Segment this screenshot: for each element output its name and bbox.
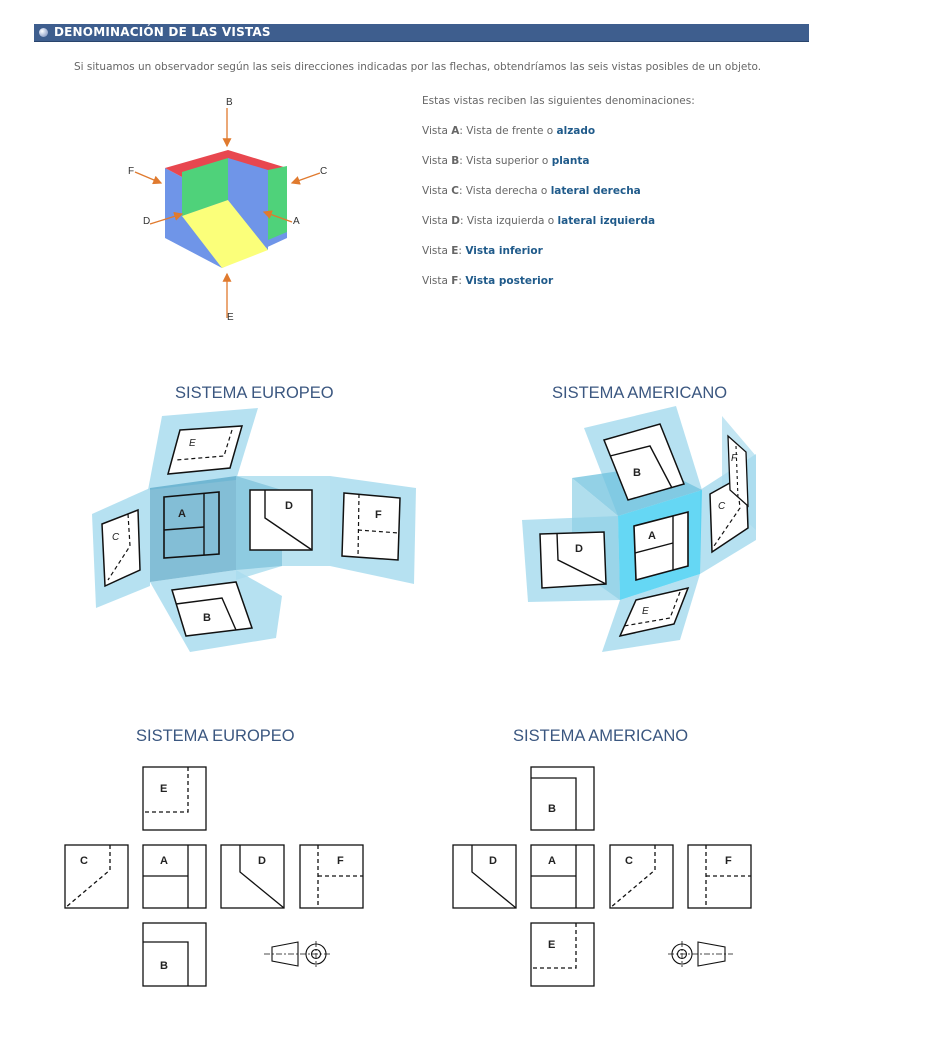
view-c-am2d [609, 844, 674, 909]
label-f-am3d: F [731, 453, 738, 464]
title-europeo-2d: SISTEMA EUROPEO [136, 727, 295, 745]
arrow-label-d: D [143, 216, 150, 227]
view-e-am2d [530, 922, 595, 987]
arrow-label-c: C [320, 166, 327, 177]
arrow-label-a: A [293, 216, 300, 227]
view-d-euro2d [220, 844, 285, 909]
label-e-am2d: E [548, 939, 555, 951]
label-f-euro3d: F [375, 509, 382, 521]
european-2d-labels: E C A D F B [80, 783, 344, 972]
cube-green-right [268, 166, 287, 240]
view-c-euro2d [64, 844, 129, 909]
label-a-euro2d: A [160, 855, 168, 867]
arrow-label-b: B [226, 97, 233, 108]
label-c-am2d: C [625, 855, 633, 867]
drawing-a-euro [163, 491, 220, 559]
label-d-am3d: D [575, 543, 583, 555]
views-list: Estas vistas reciben las siguientes deno… [422, 95, 695, 305]
label-a-euro3d: A [178, 508, 186, 520]
label-b-am3d: B [633, 467, 641, 479]
label-c-euro3d: C [112, 532, 120, 543]
arrow-label-f: F [128, 166, 134, 177]
label-c-euro2d: C [80, 855, 88, 867]
view-b-am2d [530, 766, 595, 831]
view-row-f: Vista F: Vista posterior [422, 275, 554, 287]
arrow-label-e: E [227, 312, 234, 323]
cube-green-left [182, 158, 228, 216]
label-e-am3d: E [642, 606, 649, 617]
section-header: DENOMINACIÓN DE LAS VISTAS [34, 24, 809, 42]
view-d-am2d [452, 844, 517, 909]
third-angle-symbol [668, 941, 733, 967]
drawing-d-euro [249, 489, 313, 551]
drawing-e-am [618, 586, 690, 638]
european-3d-diagram: A E C D F B [92, 408, 416, 652]
views-lead: Estas vistas reciben las siguientes deno… [422, 95, 695, 107]
view-e-euro2d [142, 766, 207, 831]
term-lateral-derecha: lateral derecha [550, 185, 641, 197]
section-title: DENOMINACIÓN DE LAS VISTAS [54, 25, 271, 39]
cube-yellow-ramp [182, 200, 268, 268]
term-vista-posterior: Vista posterior [465, 275, 554, 287]
cube-blue-inner [228, 158, 268, 250]
label-d-euro2d: D [258, 855, 266, 867]
american-2d-labels: B D A C F E [489, 803, 732, 951]
label-b-am2d: B [548, 803, 556, 815]
view-row-d: Vista D: Vista izquierda o lateral izqui… [422, 215, 656, 227]
term-lateral-izquierda: lateral izquierda [557, 215, 656, 227]
direction-arrows: B E F C D A [128, 97, 327, 323]
view-b-euro2d [142, 922, 207, 987]
american-3d-diagram: B D A C F E [522, 406, 756, 652]
colored-cube [165, 150, 287, 268]
american-2d-layout [452, 766, 752, 987]
label-a-am3d: A [648, 530, 656, 542]
drawing-c-euro [101, 508, 141, 588]
term-vista-inferior: Vista inferior [465, 245, 543, 257]
label-b-euro3d: B [203, 612, 211, 624]
drawing-f-euro [341, 492, 401, 561]
label-e-euro2d: E [160, 783, 167, 795]
term-alzado: alzado [556, 125, 596, 137]
view-row-e: Vista E: Vista inferior [422, 245, 543, 257]
title-europeo-3d: SISTEMA EUROPEO [175, 384, 334, 402]
drawing-b-am [602, 423, 686, 501]
label-d-euro3d: D [285, 500, 293, 512]
drawing-e-euro [166, 425, 244, 475]
label-e-euro3d: E [189, 438, 196, 449]
bullet-icon [39, 28, 48, 37]
european-2d-layout [64, 766, 364, 987]
title-americano-3d: SISTEMA AMERICANO [552, 384, 728, 402]
label-a-am2d: A [548, 855, 556, 867]
view-row-c: Vista C: Vista derecha o lateral derecha [422, 185, 641, 197]
drawing-f-am [727, 434, 749, 508]
label-b-euro2d: B [160, 960, 168, 972]
term-planta: planta [551, 155, 590, 167]
label-f-euro2d: F [337, 855, 344, 867]
cube-front-glass [150, 476, 236, 582]
label-f-am2d: F [725, 855, 732, 867]
intro-text: Si situamos un observador según las seis… [74, 61, 762, 73]
label-c-am3d: C [718, 501, 726, 512]
view-row-b: Vista B: Vista superior o planta [422, 155, 590, 167]
view-row-a: Vista A: Vista de frente o alzado [422, 125, 596, 137]
label-d-am2d: D [489, 855, 497, 867]
title-americano-2d: SISTEMA AMERICANO [513, 727, 689, 745]
first-angle-symbol [264, 941, 330, 967]
